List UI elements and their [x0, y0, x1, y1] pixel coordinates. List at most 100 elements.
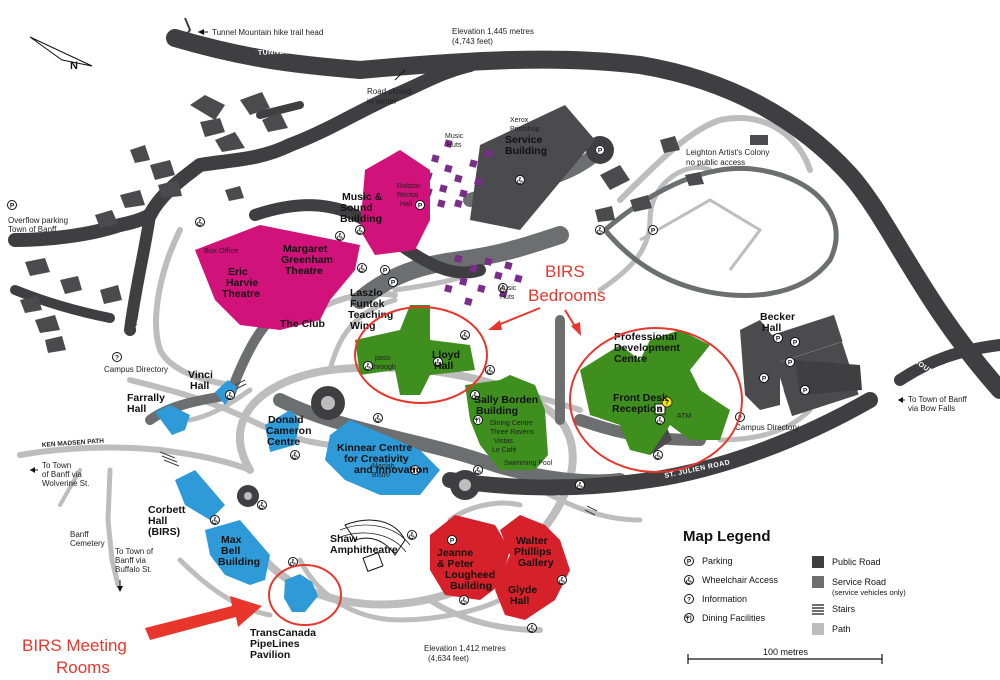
birs-meeting-line2: Rooms	[56, 658, 110, 677]
donald-line2: Cameron	[266, 425, 312, 437]
margaret-line2: Greenham	[281, 254, 333, 266]
overflow-parking-line1: Overflow parking	[8, 216, 68, 225]
bedrooms-ring-pdc	[569, 327, 743, 473]
service-line2: Building	[505, 145, 547, 157]
meeting-rooms-ring	[268, 564, 342, 626]
legend-information: Information	[702, 594, 747, 604]
stairs	[159, 379, 598, 516]
to-wolverine-line1: To Town	[42, 461, 71, 470]
road-label-tunnel-mountain-top: TUNNEL MOUNTAIN DRIVE	[258, 45, 359, 57]
legend-service-road: Service Road	[832, 577, 886, 587]
legend-wheelchair: Wheelchair Access	[702, 575, 779, 585]
laszlo-line1: Laszlo	[350, 287, 383, 299]
jeanne-line3: Lougheed	[445, 569, 495, 581]
to-bow-falls-line1: To Town of Banff	[908, 395, 968, 404]
overflow-parking-line2: Town of Banff	[8, 225, 57, 234]
road-closed-line2: in winter	[367, 97, 397, 106]
campus-directory-right: Campus Directory	[735, 423, 799, 432]
transcanada-line2: PipeLines	[250, 638, 300, 650]
legend-path-swatch	[812, 623, 824, 635]
sally-line2: Building	[476, 405, 518, 417]
meeting-rooms-arrow	[145, 596, 262, 640]
donald-line1: Donald	[268, 414, 304, 426]
to-buffalo-line1: To Town of	[115, 547, 154, 556]
maclab-line2: Bistro	[372, 472, 390, 479]
trail-head-note: Tunnel Mountain hike trail head	[212, 28, 323, 37]
becker-line2: Hall	[762, 322, 781, 334]
dining-centre-label: Dining Centre	[490, 420, 533, 427]
eric-line3: Theatre	[222, 288, 260, 300]
svg-text:$: $	[658, 408, 662, 414]
legend-service-road-swatch	[812, 576, 824, 588]
rolston-line3: Hall	[400, 201, 413, 208]
birs-bedrooms-line1: BIRS	[545, 262, 585, 281]
kinnear-line2: for Creativity	[344, 453, 409, 465]
eric-line1: Eric	[228, 266, 248, 278]
legend-path: Path	[832, 624, 851, 634]
pdc-line3: Centre	[614, 353, 647, 365]
atm-label: ATM	[677, 413, 691, 420]
laszlo-line2: Funtek	[350, 298, 385, 310]
vistas-label: Vistas	[494, 438, 513, 445]
lloyd-line1: Lloyd	[432, 349, 460, 361]
donald-line3: Centre	[267, 436, 300, 448]
legend-stairs-swatch	[812, 603, 824, 615]
legend-dining: Dining Facilities	[702, 613, 766, 623]
max-bell-line1: Max	[221, 534, 242, 546]
public-roads	[8, 29, 1000, 496]
max-bell-line3: Building	[218, 556, 260, 568]
xerox-line1: Xerox	[510, 117, 529, 124]
music-huts-mid-line2: Huts	[500, 294, 515, 301]
laszlo-line4: Wing	[350, 320, 376, 332]
walter-line1: Walter	[516, 535, 548, 547]
to-buffalo-line3: Buffalo St.	[115, 565, 152, 574]
north-label: N	[70, 60, 78, 72]
bedrooms-ring-lloyd	[354, 306, 488, 404]
trail-stub	[181, 17, 192, 41]
maclab-line1: Maclab	[372, 463, 395, 470]
legend-public-road: Public Road	[832, 557, 881, 567]
pass-line1: pass-	[375, 355, 393, 362]
music-sound-line1: Music &	[342, 191, 383, 203]
shaw-line2: Amphitheatre	[330, 544, 398, 556]
to-buffalo-line2: Banff via	[115, 556, 147, 565]
roundabouts	[237, 136, 614, 507]
dark-buildings	[20, 92, 862, 455]
pass-line2: through	[372, 364, 396, 371]
corbett-line1: Corbett	[148, 504, 186, 516]
svg-text:?: ?	[665, 400, 669, 407]
shaw-line1: Shaw	[330, 533, 358, 545]
kinnear-line3: and Innovation	[354, 464, 429, 476]
shaw-amphitheatre	[337, 519, 411, 572]
legend-parking: Parking	[702, 556, 733, 566]
leighton-line2: no public access	[686, 158, 745, 167]
scale-label: 100 metres	[763, 647, 809, 657]
bedrooms-arrow-left	[497, 307, 541, 326]
to-wolverine-line2: of Banff via	[42, 470, 82, 479]
vinci-line2: Hall	[190, 380, 209, 392]
rolston-line1: Rolston	[397, 183, 421, 190]
box-office-label: Box Office	[204, 246, 238, 255]
residence-buildings-green	[355, 305, 730, 470]
the-club-label: The Club	[280, 318, 325, 330]
rolston-line2: Recital	[397, 192, 419, 199]
elevation-top-line1: Elevation 1,445 metres	[452, 27, 534, 36]
elevation-bottom-line1: Elevation 1,412 metres	[424, 644, 506, 653]
xerox-line2: Printshop	[510, 126, 540, 133]
vinci-line1: Vinci	[188, 369, 213, 381]
glyde-line1: Glyde	[508, 584, 537, 596]
corbett-line2: Hall	[148, 515, 167, 527]
transcanada-line1: TransCanada	[250, 627, 316, 639]
to-bow-falls-line2: via Bow Falls	[908, 404, 955, 413]
blue-buildings	[155, 380, 440, 612]
birs-annotations: BIRS Bedrooms BIRS Meeting Rooms	[22, 262, 743, 677]
max-bell-line2: Bell	[221, 545, 240, 557]
margaret-line1: Margaret	[283, 243, 328, 255]
glyde-line2: Hall	[510, 595, 529, 607]
laszlo-line3: Teaching	[348, 309, 393, 321]
legend-title: Map Legend	[683, 528, 771, 545]
music-huts-top-line1: Music	[445, 133, 464, 140]
arts-buildings-magenta	[195, 150, 430, 330]
front-desk-line1: Front Desk	[613, 392, 668, 404]
